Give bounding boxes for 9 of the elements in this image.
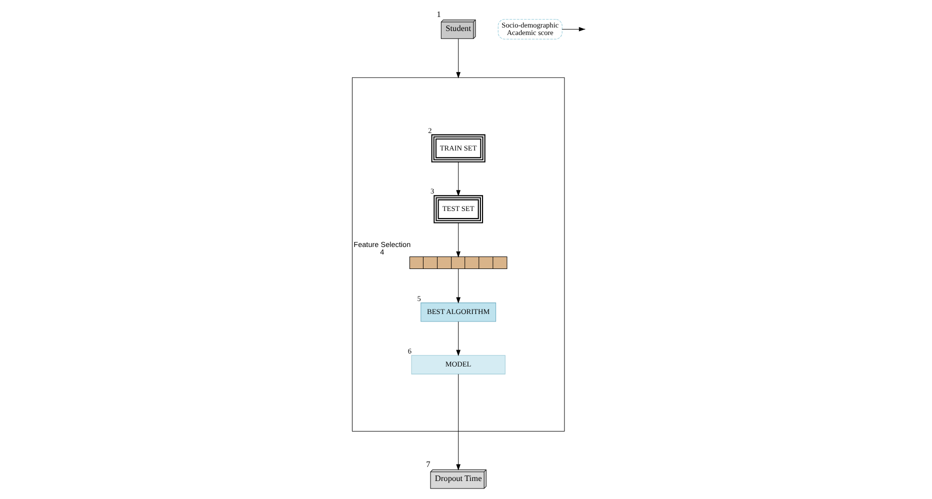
- cluster: [351, 77, 564, 432]
- node-label: 1: [436, 10, 440, 20]
- arrow: [456, 162, 460, 196]
- node-label: 7: [426, 460, 430, 470]
- arrow: [456, 222, 460, 258]
- arrow: [456, 374, 460, 471]
- arrow: [456, 38, 460, 78]
- arrow: [456, 321, 460, 356]
- arrow: [456, 268, 460, 304]
